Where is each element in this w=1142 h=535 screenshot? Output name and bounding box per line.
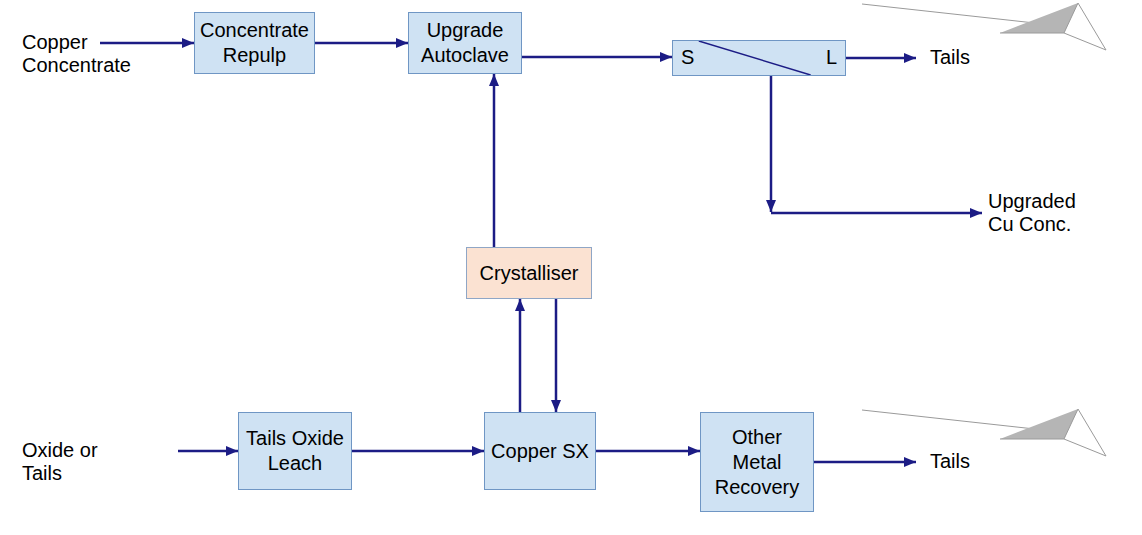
box-text: S [681, 45, 694, 70]
box-text: Copper SX [491, 439, 589, 464]
box-text: Other Metal Recovery [705, 425, 809, 500]
flow-arrow [555, 299, 558, 412]
separator-diagonal [673, 41, 845, 75]
stream-label: Upgraded Cu Conc. [988, 190, 1100, 236]
process-box: Copper SX [484, 412, 596, 490]
process-box: Tails Oxide Leach [238, 412, 352, 490]
stream-label: Oxide or Tails [22, 439, 122, 485]
box-text: Crystalliser [480, 261, 579, 286]
product-arrow [770, 76, 773, 212]
box-text: Concentrate Repulp [199, 18, 310, 68]
feed-arrow [100, 42, 194, 45]
flow-arrow [315, 42, 408, 45]
flow-arrow [522, 56, 672, 59]
stream-label: Tails [930, 450, 1010, 473]
stream-label: Copper Concentrate [22, 31, 172, 77]
box-text: Upgrade Autoclave [413, 18, 517, 68]
stream-label: Tails [930, 46, 1010, 69]
process-box: Crystalliser [466, 247, 592, 299]
flow-arrow [596, 450, 700, 453]
tails-arrow [812, 461, 916, 464]
flow-arrow [493, 74, 496, 247]
flow-arrow [519, 299, 522, 412]
box-text: L [826, 45, 837, 70]
product-arrow [771, 212, 982, 215]
flow-arrow [352, 450, 484, 453]
tails-arrow [846, 57, 916, 60]
box-text: Tails Oxide Leach [243, 426, 347, 476]
tailings-dam-icon [862, 3, 1106, 50]
tailings-dam-icon [862, 409, 1106, 456]
process-box: Concentrate Repulp [194, 12, 315, 74]
process-box: Upgrade Autoclave [408, 12, 522, 74]
feed-arrow [178, 450, 238, 453]
process-box: Other Metal Recovery [700, 412, 814, 512]
separator-box: SL [672, 40, 846, 76]
